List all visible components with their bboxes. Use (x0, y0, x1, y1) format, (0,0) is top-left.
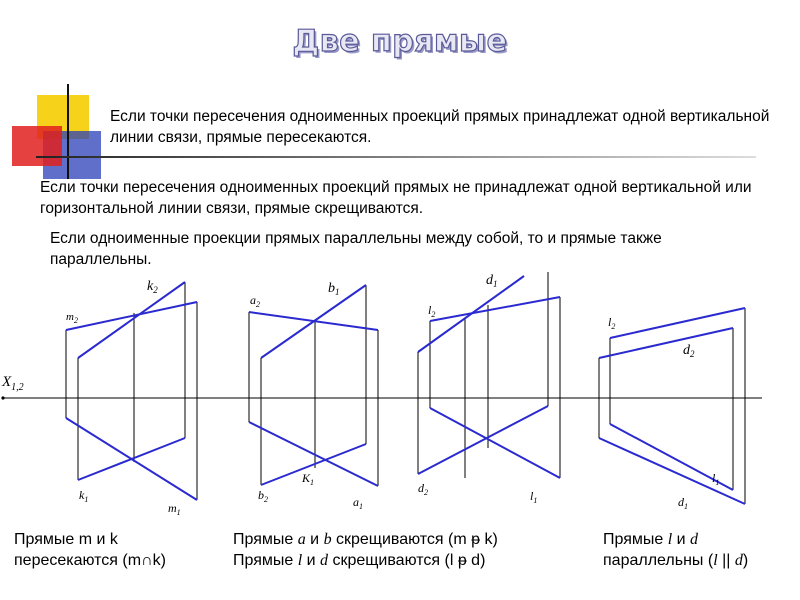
caption-intersecting: Прямые m и k пересекаются (m∩k) (14, 529, 166, 571)
deco-red-square (12, 126, 62, 166)
line-b1 (260, 443, 367, 486)
label-m2: m2 (66, 311, 78, 325)
paragraph-parallel: Если одноименные проекции прямых паралле… (50, 230, 662, 268)
caption-var: a (297, 531, 306, 548)
page-title: Две прямые (292, 23, 508, 59)
line-l2 (429, 296, 561, 322)
caption-text: параллельны ( (603, 552, 714, 569)
caption-var: l (713, 552, 718, 569)
caption-var: l (297, 552, 303, 569)
caption-var: d (690, 531, 699, 548)
label-b1: b1 (328, 281, 340, 297)
label-a1: a1 (353, 495, 363, 511)
caption-text: и (302, 552, 321, 569)
caption-var: d (320, 552, 329, 569)
caption-skew: Прямые a и b скрещиваются (m ᵽ k) Прямые… (233, 529, 498, 571)
line-d2 (417, 275, 525, 353)
caption-text: || (717, 552, 735, 569)
label-a2: a2 (250, 293, 260, 309)
label-d2-right: d2 (683, 343, 695, 359)
line-l1-par (609, 423, 734, 491)
line-l2-par (609, 307, 746, 339)
skew-symbol: ᵽ (471, 531, 481, 548)
label-K1: K1 (301, 471, 314, 487)
line-a1 (248, 421, 379, 487)
caption-line: Прямые l и d (603, 529, 748, 550)
line-d2-par (598, 327, 734, 359)
label-l1-mid: l1 (530, 489, 537, 505)
caption-text: и (672, 531, 691, 548)
caption-var: d (734, 552, 743, 569)
diagram-skew-ld: d1 l2 d2 l1 (417, 272, 561, 505)
line-d1-par (598, 437, 746, 505)
caption-line: Прямые a и b скрещиваются (m ᵽ k) (233, 529, 498, 550)
label-l2-mid: l2 (428, 303, 435, 319)
diagram-parallel: l2 d2 l1 d1 (598, 307, 746, 511)
label-k1: k1 (79, 488, 88, 504)
caption-var: b (323, 531, 332, 548)
paragraph-intersect: Если точки пересечения одноименных проек… (110, 108, 770, 146)
caption-text: скрещиваются (m (331, 531, 472, 548)
label-d1-top: d1 (486, 273, 498, 289)
caption-text: и (305, 531, 324, 548)
line-k2 (77, 281, 186, 359)
caption-line: Прямые l и d скрещиваются (l ᵽ d) (233, 550, 498, 571)
line-m2 (65, 301, 198, 331)
caption-line: Прямые m и k (14, 531, 118, 548)
deco-horizontal-line (36, 156, 756, 158)
line-d1 (417, 405, 549, 475)
caption-text: Прямые (603, 531, 668, 548)
caption-text: скрещиваются (l (328, 552, 458, 569)
paragraph-skew: Если точки пересечения одноименных проек… (40, 179, 752, 217)
label-m1: m1 (168, 501, 181, 517)
axis-x12-label: X1,2 (1, 374, 24, 393)
caption-var: l (667, 531, 673, 548)
label-d2-mid: d2 (418, 481, 428, 497)
deco-vertical-line (67, 84, 69, 179)
label-k2: k2 (147, 279, 158, 295)
skew-symbol: ᵽ (457, 552, 467, 569)
caption-line: параллельны (l || d) (603, 550, 748, 571)
label-l2-right: l2 (608, 315, 615, 331)
caption-text: ) (742, 552, 749, 569)
line-l1 (429, 407, 561, 479)
axis-origin-dot (1, 396, 5, 400)
line-k1 (77, 437, 186, 481)
caption-text: Прямые (233, 552, 298, 569)
label-l1-right: l1 (712, 471, 719, 487)
line-b2 (260, 284, 367, 359)
label-b2: b2 (258, 488, 268, 504)
caption-parallel: Прямые l и d параллельны (l || d) (603, 529, 748, 571)
caption-text: d) (466, 552, 486, 569)
diagram-intersecting: k2 m2 k1 m1 (65, 279, 198, 517)
caption-text: k) (480, 531, 498, 548)
label-d1-right: d1 (678, 495, 688, 511)
diagram-skew-ab: a2 b1 b2 K1 a1 (248, 281, 379, 511)
caption-line: пересекаются (m∩k) (14, 552, 166, 569)
caption-text: Прямые (233, 531, 298, 548)
